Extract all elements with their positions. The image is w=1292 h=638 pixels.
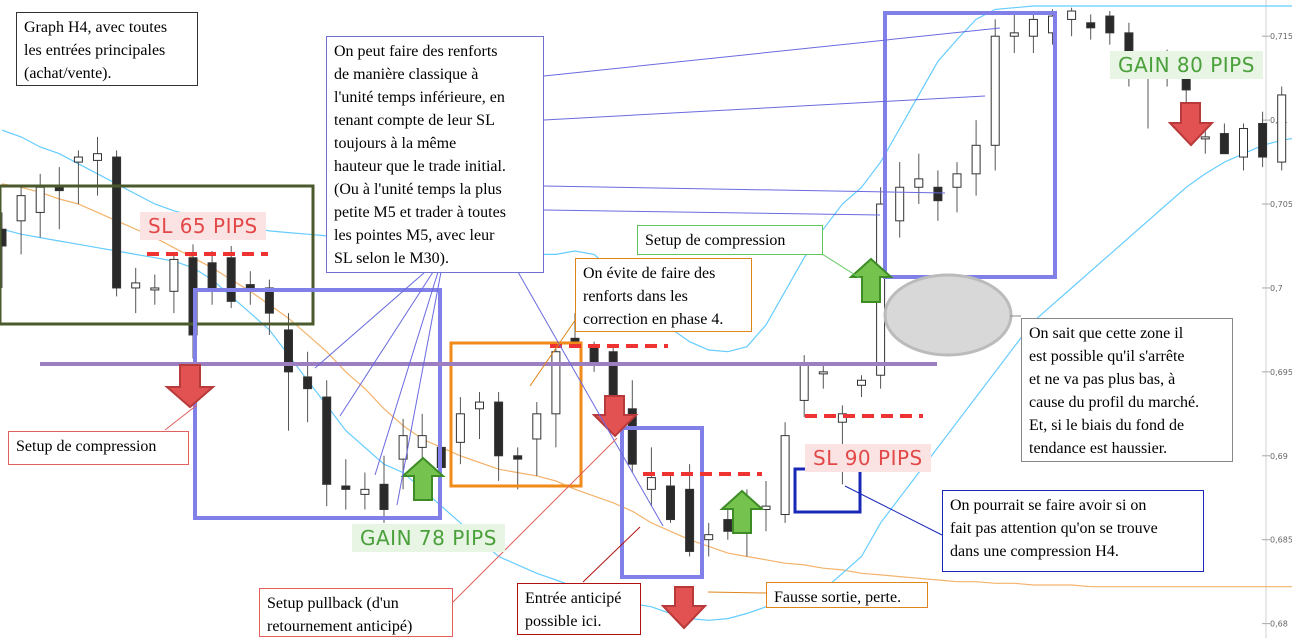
candle-body: [1028, 18, 1038, 37]
candle-body: [895, 186, 905, 222]
note-renforts: On peut faire des renforts de manière cl…: [326, 36, 544, 273]
y-tick-label: 0,715: [1270, 32, 1292, 41]
candle-body: [799, 362, 809, 401]
candle-body: [1067, 10, 1077, 20]
candle-body: [303, 376, 313, 390]
note-pourrait-avoir: On pourrait se faire avoir si on fait pa…: [942, 490, 1204, 572]
candle-body: [417, 435, 427, 448]
candle-body: [933, 186, 943, 202]
blue-zone-top: [883, 11, 1057, 279]
candle-body: [35, 186, 45, 213]
candle-body: [169, 258, 179, 292]
candle-body: [131, 282, 141, 289]
candle-body: [379, 483, 389, 510]
candle-body: [818, 371, 828, 375]
annotations-overlay: [0, 11, 1215, 630]
candle-body: [589, 346, 599, 364]
candle-body: [0, 228, 7, 247]
candle-body: [1219, 133, 1229, 155]
candle-body: [322, 396, 332, 485]
candle-body: [1239, 128, 1248, 158]
candle-body: [226, 257, 236, 302]
green-up-arrow-1: [400, 456, 446, 501]
note-sait-zone: On sait que cette zone il est possible q…: [1021, 318, 1233, 462]
candle-body: [1105, 15, 1115, 34]
candle-body: [455, 413, 465, 443]
candle-body: [398, 435, 408, 460]
candle-body: [608, 351, 618, 401]
candle-body: [475, 401, 484, 410]
note-connectors: [164, 27, 1021, 603]
candle-body: [245, 284, 255, 289]
candle-body: [704, 534, 714, 541]
green-up-arrow-2: [719, 489, 765, 534]
candle-body: [723, 519, 733, 532]
candle-body: [627, 408, 637, 465]
sl-90-label: SL 90 PIPS: [805, 444, 931, 472]
candle-body: [54, 186, 64, 192]
candle-body: [341, 485, 351, 490]
candle-body: [112, 156, 122, 289]
candle-body: [264, 287, 274, 314]
note-graph-h4: Graph H4, avec toutes les entrées princi…: [16, 12, 198, 86]
candle-body: [513, 455, 523, 460]
note-evite-renforts: On évite de faire des renforts dans les …: [575, 258, 752, 332]
dark-blue-zone: [793, 467, 862, 514]
candle-body: [1200, 136, 1210, 140]
y-tick-label: 0,705: [1270, 200, 1292, 209]
candle-body: [1009, 32, 1019, 37]
candle-body: [73, 156, 83, 163]
candle-body: [207, 262, 217, 292]
note-setup-compression-top: Setup de compression: [637, 225, 823, 255]
candle-body: [1277, 94, 1287, 163]
candle-body: [150, 287, 160, 291]
gain-78-label: GAIN 78 PIPS: [352, 524, 505, 552]
note-fausse-sortie: Fausse sortie, perte.: [766, 582, 928, 608]
candle-body: [16, 195, 26, 222]
red-down-arrow-2: [591, 395, 639, 438]
orange-zone: [449, 341, 583, 488]
candle-body: [837, 413, 847, 423]
dark-green-zone: [0, 184, 315, 326]
y-tick-label: 0,69: [1270, 452, 1288, 461]
candle-body: [494, 401, 504, 457]
candle-body: [1086, 22, 1096, 29]
red-down-arrow-3: [660, 586, 708, 630]
candle-body: [952, 173, 962, 188]
note-setup-pullback: Setup pullback (d'un retournement antici…: [259, 588, 453, 637]
indicator-line-2: [1, 183, 1292, 588]
red-down-arrow-1: [164, 364, 216, 409]
indicator-line-3: [1, 137, 1292, 621]
candle-body: [914, 178, 924, 188]
y-tick-label: 0,7: [1270, 284, 1283, 293]
green-up-arrow-3: [848, 257, 894, 303]
blue-zone-mid: [620, 426, 704, 579]
sl-65-label: SL 65 PIPS: [140, 212, 266, 240]
candle-body: [1181, 77, 1191, 91]
candle-body: [666, 485, 675, 521]
candle-body: [646, 477, 656, 490]
grey-zone-ellipse: [883, 273, 1013, 357]
y-tick-label: 0,685: [1270, 536, 1292, 545]
candle-body: [685, 488, 695, 552]
candle-body: [284, 329, 293, 373]
y-tick-label: 0,695: [1270, 368, 1292, 377]
candle-body: [360, 488, 370, 495]
candle-body: [780, 435, 790, 516]
candle-body: [532, 413, 542, 440]
candle-body: [971, 144, 981, 175]
candle-body: [1258, 122, 1268, 158]
note-setup-compression-left: Setup de compression: [8, 431, 189, 465]
note-entree-anticipe: Entrée anticipé possible ici.: [517, 583, 641, 635]
candle-body: [990, 35, 1000, 146]
y-tick-label: 0,68: [1270, 620, 1288, 629]
candle-body: [93, 153, 102, 161]
candle-body: [857, 379, 866, 386]
candle-body: [551, 351, 561, 415]
red-down-arrow-4: [1167, 102, 1215, 147]
blue-zone-left: [193, 288, 442, 520]
gain-80-label: GAIN 80 PIPS: [1110, 51, 1263, 79]
